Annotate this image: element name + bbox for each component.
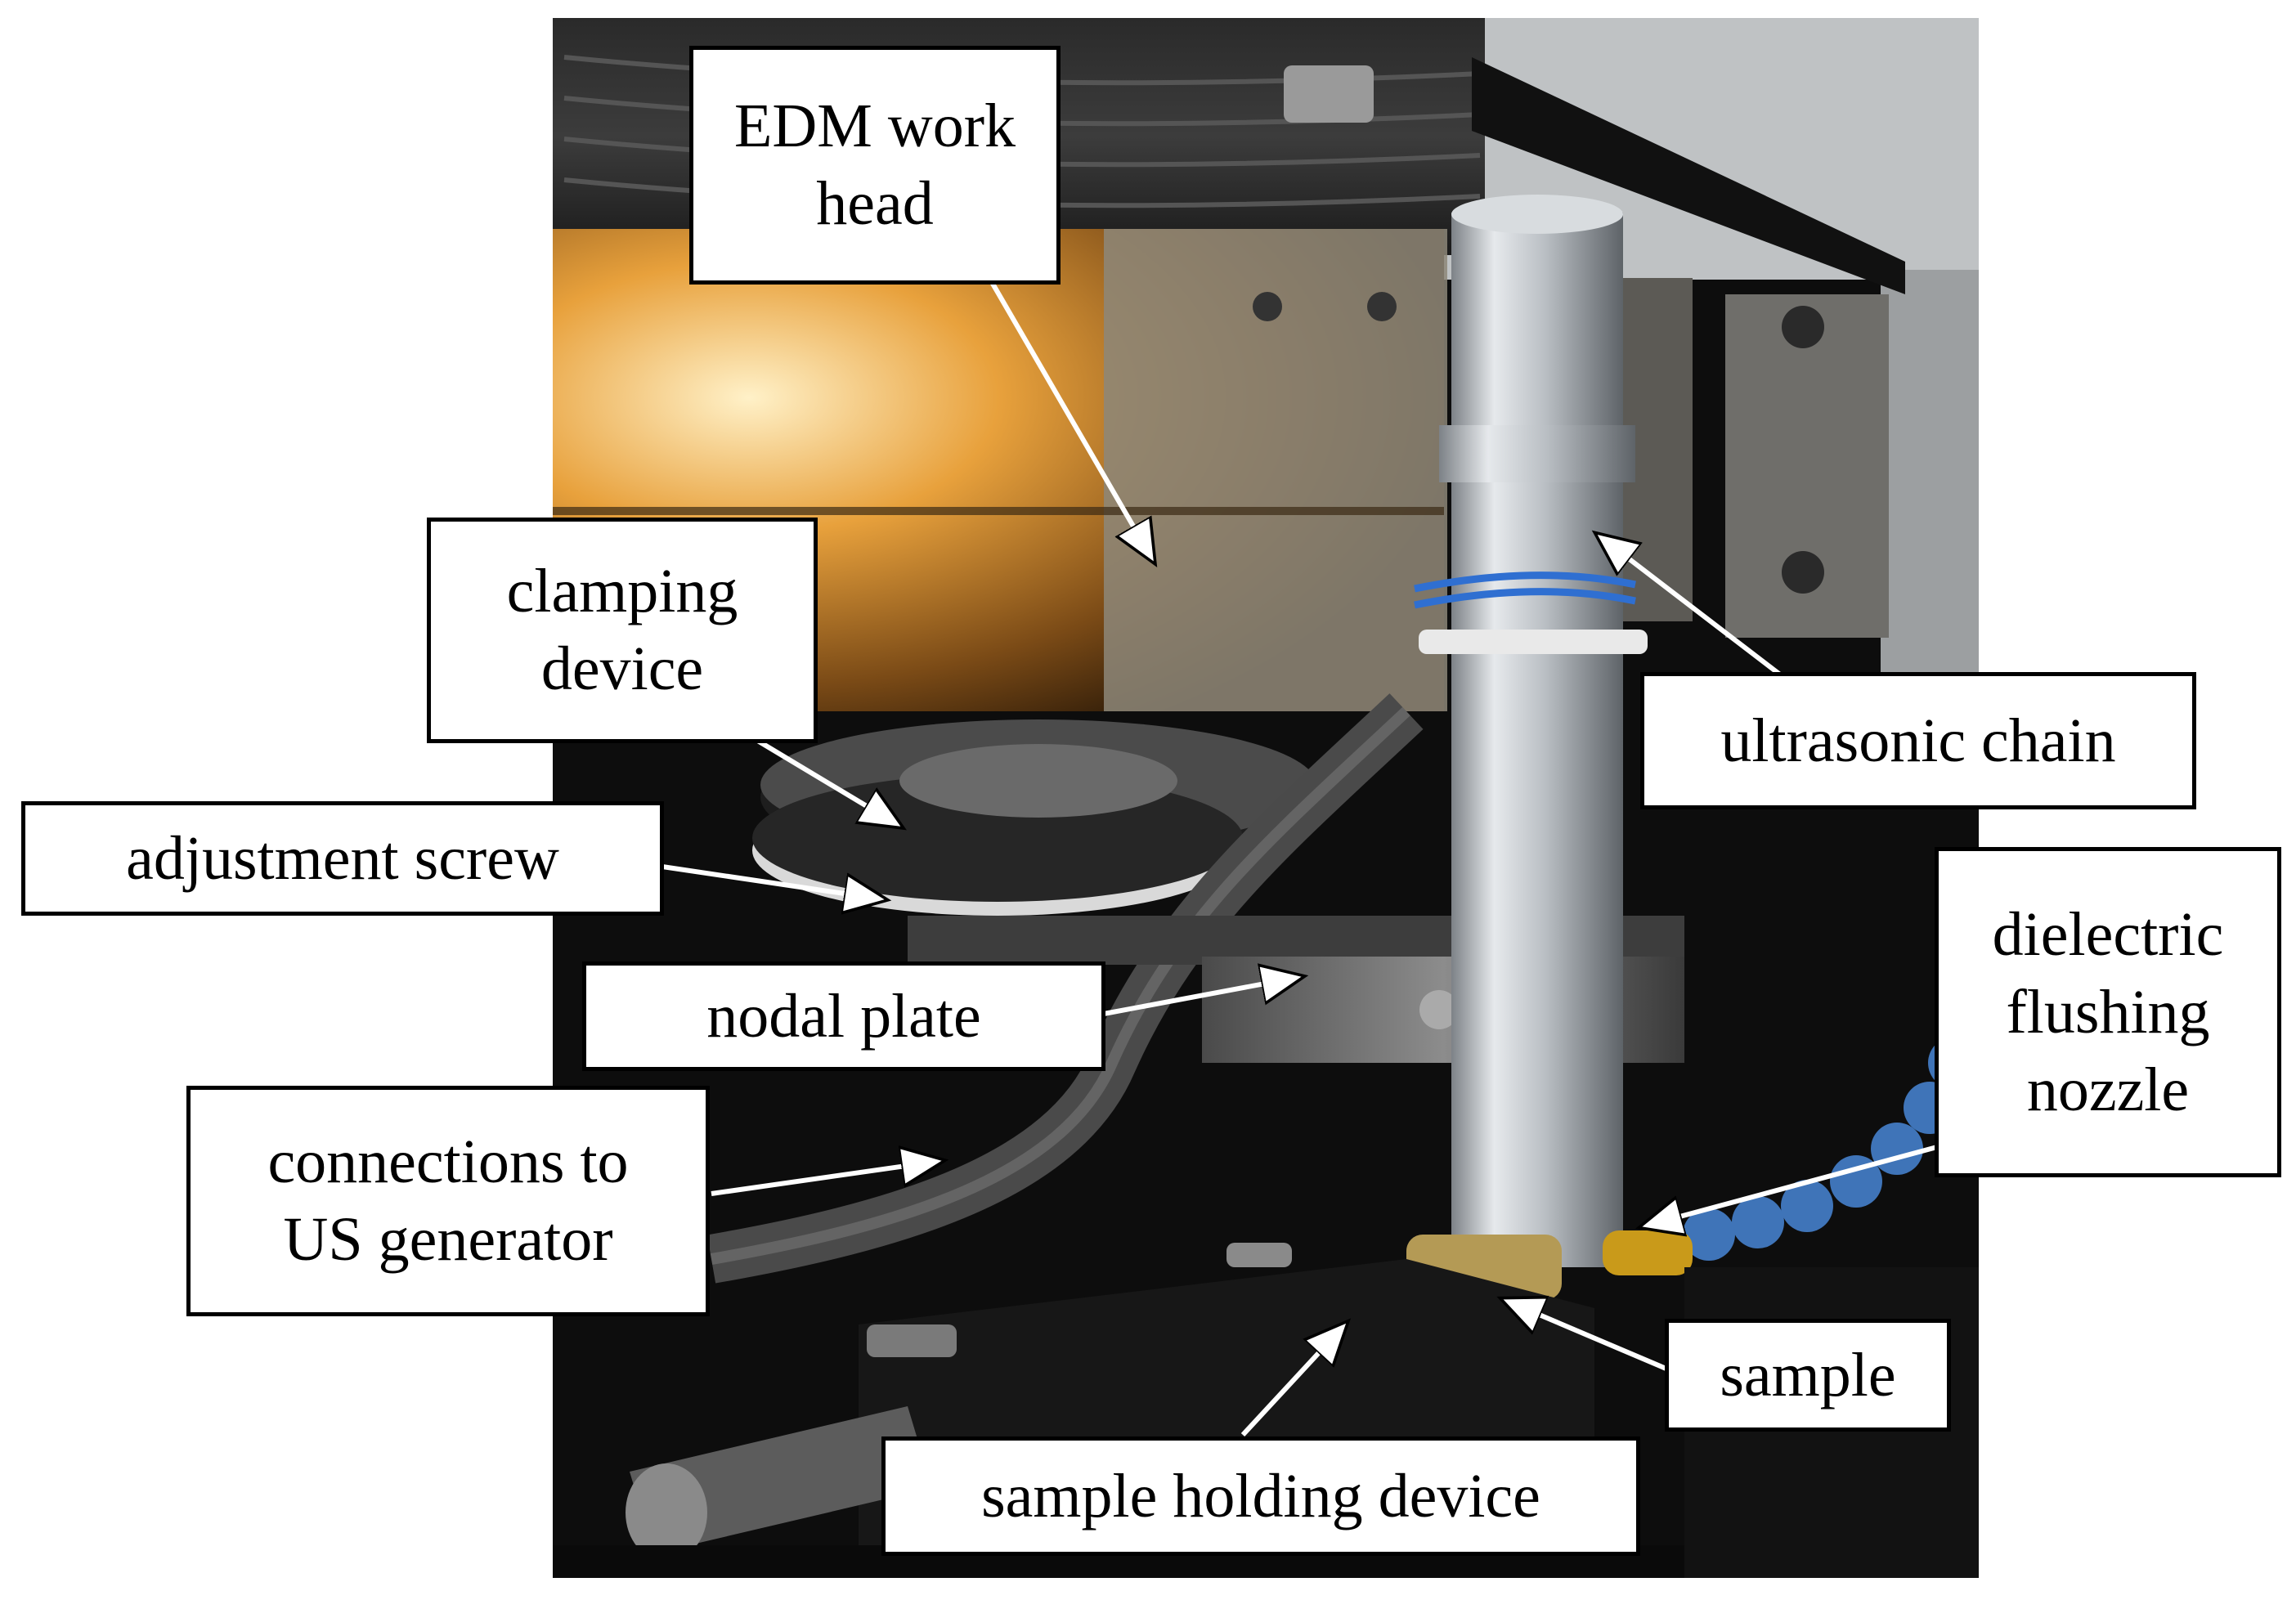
- label-nozzle-line-1: dielectric: [1992, 899, 2224, 969]
- label-nozzle-line-3: nozzle: [2026, 1055, 2190, 1124]
- label-connections-line-1: connections to: [267, 1127, 629, 1196]
- label-nodal-plate: nodal plate: [582, 961, 1105, 1071]
- label-sample-holding-device-line-1: sample holding device: [981, 1461, 1540, 1531]
- arrow-sample-holding-device: [1240, 1324, 1345, 1437]
- arrow-clamping-device: [734, 725, 899, 826]
- label-edm-work-head-line-2: head: [816, 169, 934, 238]
- label-edm-work-head: EDM work head: [689, 46, 1061, 285]
- label-clamping-device: clamping device: [427, 518, 818, 743]
- blue-wire: [1414, 571, 1636, 593]
- arrow-adjustment-screw: [661, 864, 883, 899]
- label-nodal-plate-line-1: nodal plate: [706, 981, 981, 1051]
- label-clamping-device-line-2: device: [540, 634, 704, 703]
- label-connections-line-2: US generator: [283, 1205, 613, 1274]
- label-edm-work-head-line-1: EDM work: [733, 92, 1016, 160]
- arrow-nodal-plate: [1103, 977, 1300, 1016]
- arrow-edm-work-head: [987, 276, 1153, 560]
- leader-arrows: [661, 276, 1947, 1437]
- label-ultrasonic-chain-line-1: ultrasonic chain: [1720, 706, 2116, 775]
- label-clamping-device-line-1: clamping: [506, 557, 738, 625]
- arrow-sample: [1505, 1300, 1670, 1372]
- label-sample-line-1: sample: [1720, 1340, 1896, 1410]
- arrow-nozzle: [1644, 1142, 1947, 1226]
- label-sample: sample: [1665, 1319, 1951, 1432]
- label-dielectric-flushing-nozzle: dielectric flushing nozzle: [1935, 847, 2281, 1177]
- label-adjustment-screw-line-1: adjustment screw: [126, 823, 559, 893]
- ultrasonic-chain-cylinder: [1451, 213, 1623, 1267]
- arrow-connections: [711, 1161, 940, 1196]
- top-nut: [1284, 65, 1374, 123]
- label-nozzle-line-2: flushing: [2006, 977, 2210, 1046]
- label-connections-to-us-generator: connections to US generator: [186, 1086, 710, 1316]
- label-ultrasonic-chain: ultrasonic chain: [1640, 672, 2196, 809]
- label-adjustment-screw: adjustment screw: [21, 801, 664, 916]
- arrow-ultrasonic-chain: [1599, 536, 1792, 685]
- label-sample-holding-device: sample holding device: [881, 1436, 1640, 1556]
